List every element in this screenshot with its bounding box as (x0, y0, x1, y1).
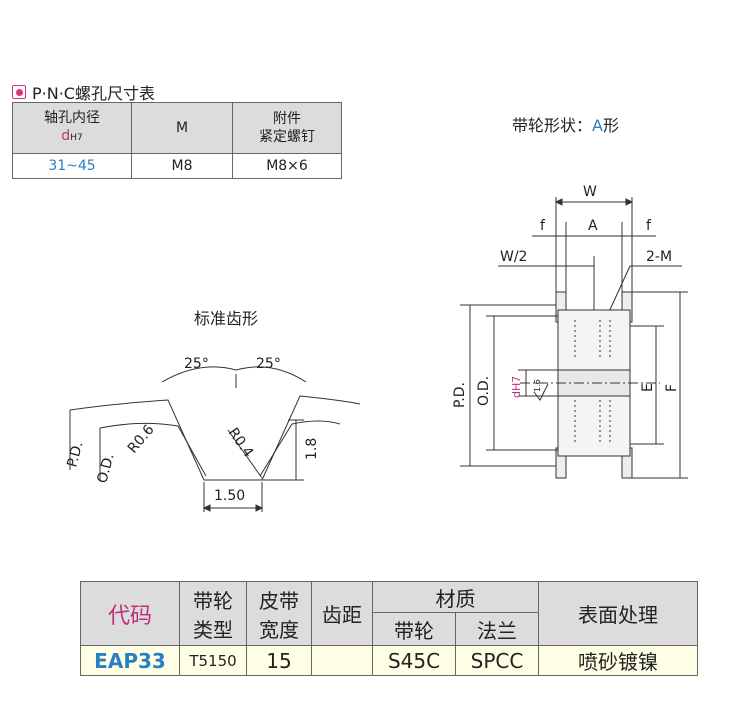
dim-a: A (588, 218, 598, 234)
screw-col-setscrew-line2: 紧定螺钉 (259, 129, 315, 145)
shape-label-prefix: 带轮形状： (512, 116, 593, 135)
dim-f-left: f (540, 218, 546, 234)
screw-col-setscrew: 附件 紧定螺钉 (232, 102, 342, 154)
bore-d-sub: H7 (70, 133, 83, 143)
dim-f-right: f (646, 218, 652, 234)
tooth-r-left: R0.6 (125, 422, 158, 457)
bore-d-letter: d (61, 128, 71, 144)
tooth-pd: P.D. (64, 440, 86, 469)
screw-table-title: P·N·C螺孔尺寸表 (32, 84, 155, 103)
dim-w2: W/2 (500, 249, 527, 265)
bullet-icon (12, 85, 26, 99)
tooth-title: 标准齿形 (194, 309, 258, 328)
spec-mat-flange: SPCC (455, 645, 539, 676)
tooth-width: 1.50 (214, 488, 245, 504)
tooth-height: 1.8 (304, 438, 320, 460)
shape-label: 带轮形状：A形 (512, 112, 619, 136)
screw-col-bore-label: 轴孔内径 (44, 110, 100, 126)
spec-h-mat-pulley: 带轮 (372, 612, 456, 646)
spec-h-type-2: 类型 (193, 617, 233, 642)
dim-f: F (664, 384, 680, 392)
dim-pd: P.D. (452, 382, 468, 408)
shape-label-letter: A (592, 116, 603, 135)
spec-h-pitch: 齿距 (311, 581, 373, 646)
spec-pitch (311, 645, 373, 676)
dim-dh7: dH7 (510, 376, 523, 398)
spec-h-code: 代码 (80, 581, 180, 646)
dim-roughness: 1.6 (533, 379, 542, 392)
spec-h-width-2: 宽度 (259, 617, 299, 642)
spec-mat-pulley: S45C (372, 645, 456, 676)
screw-table: 轴孔内径 dH7 M 附件 紧定螺钉 31~45 M8 M8×6 (12, 102, 342, 179)
spec-h-mat-flange: 法兰 (455, 612, 539, 646)
dim-w: W (583, 184, 597, 200)
screw-table-heading: P·N·C螺孔尺寸表 (12, 80, 155, 104)
spec-h-material: 材质 (372, 581, 539, 613)
spec-h-surface: 表面处理 (538, 581, 698, 646)
screw-col-bore: 轴孔内径 dH7 (12, 102, 132, 154)
spec-table: 代码 带轮 类型 皮带 宽度 齿距 材质 表面处理 带轮 法兰 EAP33 T5… (80, 581, 698, 676)
tooth-r-right: R0.4 (225, 425, 257, 460)
screw-col-bore-d: dH7 (13, 127, 131, 147)
screw-row-screw: M8×6 (232, 153, 342, 179)
spec-h-type: 带轮 类型 (179, 581, 247, 646)
dim-od: O.D. (476, 376, 492, 406)
tooth-od: O.D. (94, 452, 117, 485)
spec-surface: 喷砂镀镍 (538, 645, 698, 676)
spec-code: EAP33 (80, 645, 180, 676)
spec-h-width: 皮带 宽度 (246, 581, 312, 646)
dim-2m: 2-M (646, 249, 672, 265)
spec-width: 15 (246, 645, 312, 676)
dim-e: E (640, 383, 656, 392)
tooth-angle-left: 25° (184, 356, 209, 372)
spec-type: T5150 (179, 645, 247, 676)
screw-col-setscrew-line1: 附件 (273, 111, 301, 127)
shape-label-suffix: 形 (602, 116, 619, 135)
spec-h-type-1: 带轮 (193, 588, 233, 613)
screw-row-range: 31~45 (12, 153, 132, 179)
spec-h-width-1: 皮带 (259, 588, 299, 613)
tooth-angle-right: 25° (256, 356, 281, 372)
